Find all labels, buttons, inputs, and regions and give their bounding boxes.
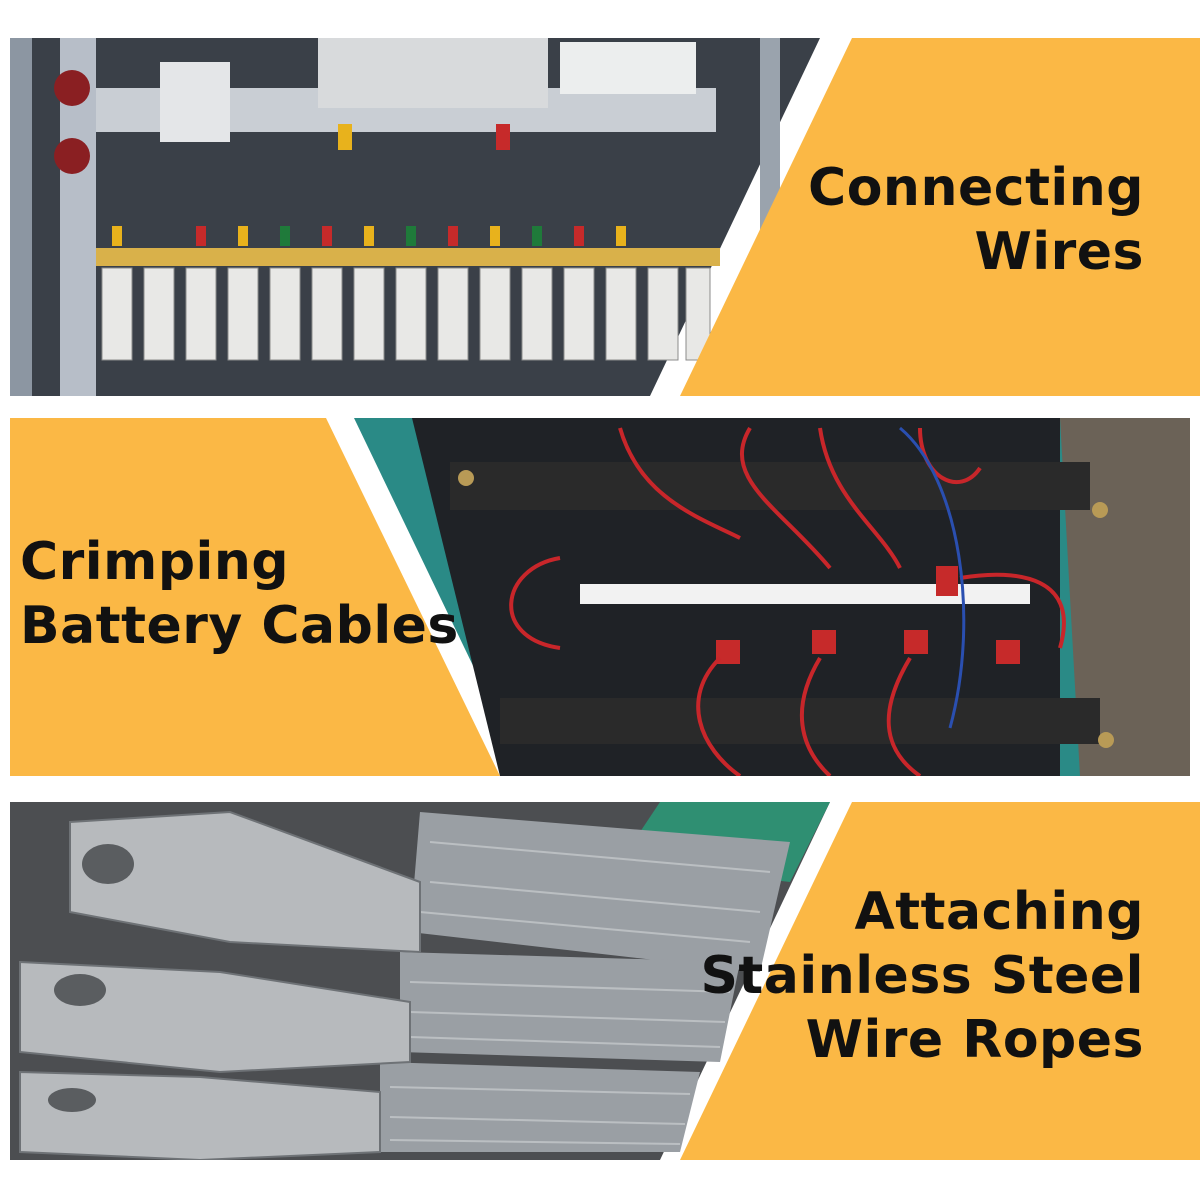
panel-connecting-wires: Connecting Wires [0, 38, 1200, 396]
wire-rope-lugs-photo [0, 802, 1200, 1160]
electrical-cabinet-photo [0, 38, 1200, 396]
caption-line: Connecting [808, 158, 1144, 218]
caption-connecting-wires: Connecting Wires [808, 156, 1144, 284]
caption-line: Attaching [854, 882, 1144, 942]
caption-line: Crimping [20, 532, 290, 592]
caption-line: Battery Cables [20, 596, 459, 656]
panel-attaching-wire-ropes: Attaching Stainless Steel Wire Ropes [0, 802, 1200, 1160]
panel-crimping-battery-cables: Crimping Battery Cables [0, 418, 1200, 776]
caption-line: Wires [974, 222, 1144, 282]
caption-line: Wire Ropes [805, 1010, 1144, 1070]
caption-line: Stainless Steel [700, 946, 1144, 1006]
battery-bank-photo [0, 418, 1200, 776]
caption-attaching-wire-ropes: Attaching Stainless Steel Wire Ropes [700, 880, 1144, 1072]
caption-crimping-battery-cables: Crimping Battery Cables [20, 530, 459, 658]
